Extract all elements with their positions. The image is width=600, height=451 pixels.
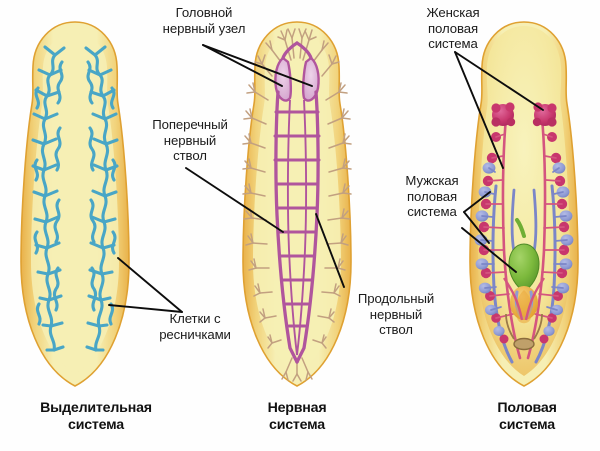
leader-lines-reproductive (454, 51, 544, 273)
label-cerebral-ganglion: Головной нервный узел (162, 5, 246, 36)
cerebral-ganglion-right (301, 56, 320, 102)
protonephridia-right (84, 45, 119, 352)
label-ciliated-cells: Клетки с ресничками (159, 311, 231, 342)
label-female-reproductive-system: Женская половая система (426, 5, 480, 52)
label-male-reproductive-system: Мужская половая система (405, 173, 459, 220)
genital-pore (513, 337, 535, 351)
transverse-commissures (273, 110, 321, 328)
vitellaria-ducts (483, 133, 565, 319)
label-transverse-nerve-cord: Поперечный нервный ствол (152, 117, 228, 164)
panel-reproductive-system (454, 21, 579, 387)
posterior-nerves (281, 357, 313, 382)
leader-ganglion-right (202, 44, 313, 87)
leader-male-upper (463, 191, 491, 213)
leader-longitudinal-cord (315, 213, 345, 288)
leader-transverse-cord (185, 167, 284, 233)
leader-lines-nervous (185, 44, 345, 288)
panel-excretory-system (20, 21, 183, 387)
label-longitudinal-nerve-cord: Продольный нервный ствол (357, 291, 435, 338)
panel-nervous-system (185, 21, 352, 387)
leader-ganglion-left (202, 44, 283, 87)
leader-lines-ciliated-cells (108, 257, 183, 313)
protonephridia-left (31, 45, 66, 352)
worm-body-nervous-inner-shade (253, 33, 341, 374)
caption-nervous-system: Нервная система (267, 400, 327, 434)
cerebral-ganglion-left (274, 56, 293, 102)
leader-female-left-duct (454, 51, 504, 169)
copulatory-duct (515, 218, 526, 238)
genital-atrium-ducts (505, 313, 543, 340)
ovary-left (491, 102, 516, 127)
leader-female-right-ovary (454, 51, 544, 111)
leader-male-lower (463, 211, 490, 244)
caption-excretory-system: Выделительная система (40, 400, 152, 434)
caption-reproductive-system: Половая система (497, 400, 557, 434)
peripheral-nerves-left (242, 54, 282, 349)
worm-body-excretory-inner-shade (31, 33, 119, 374)
ovary-right (532, 102, 557, 127)
leader-male-copulatory (461, 227, 517, 273)
oviduct-commissure (503, 277, 545, 321)
